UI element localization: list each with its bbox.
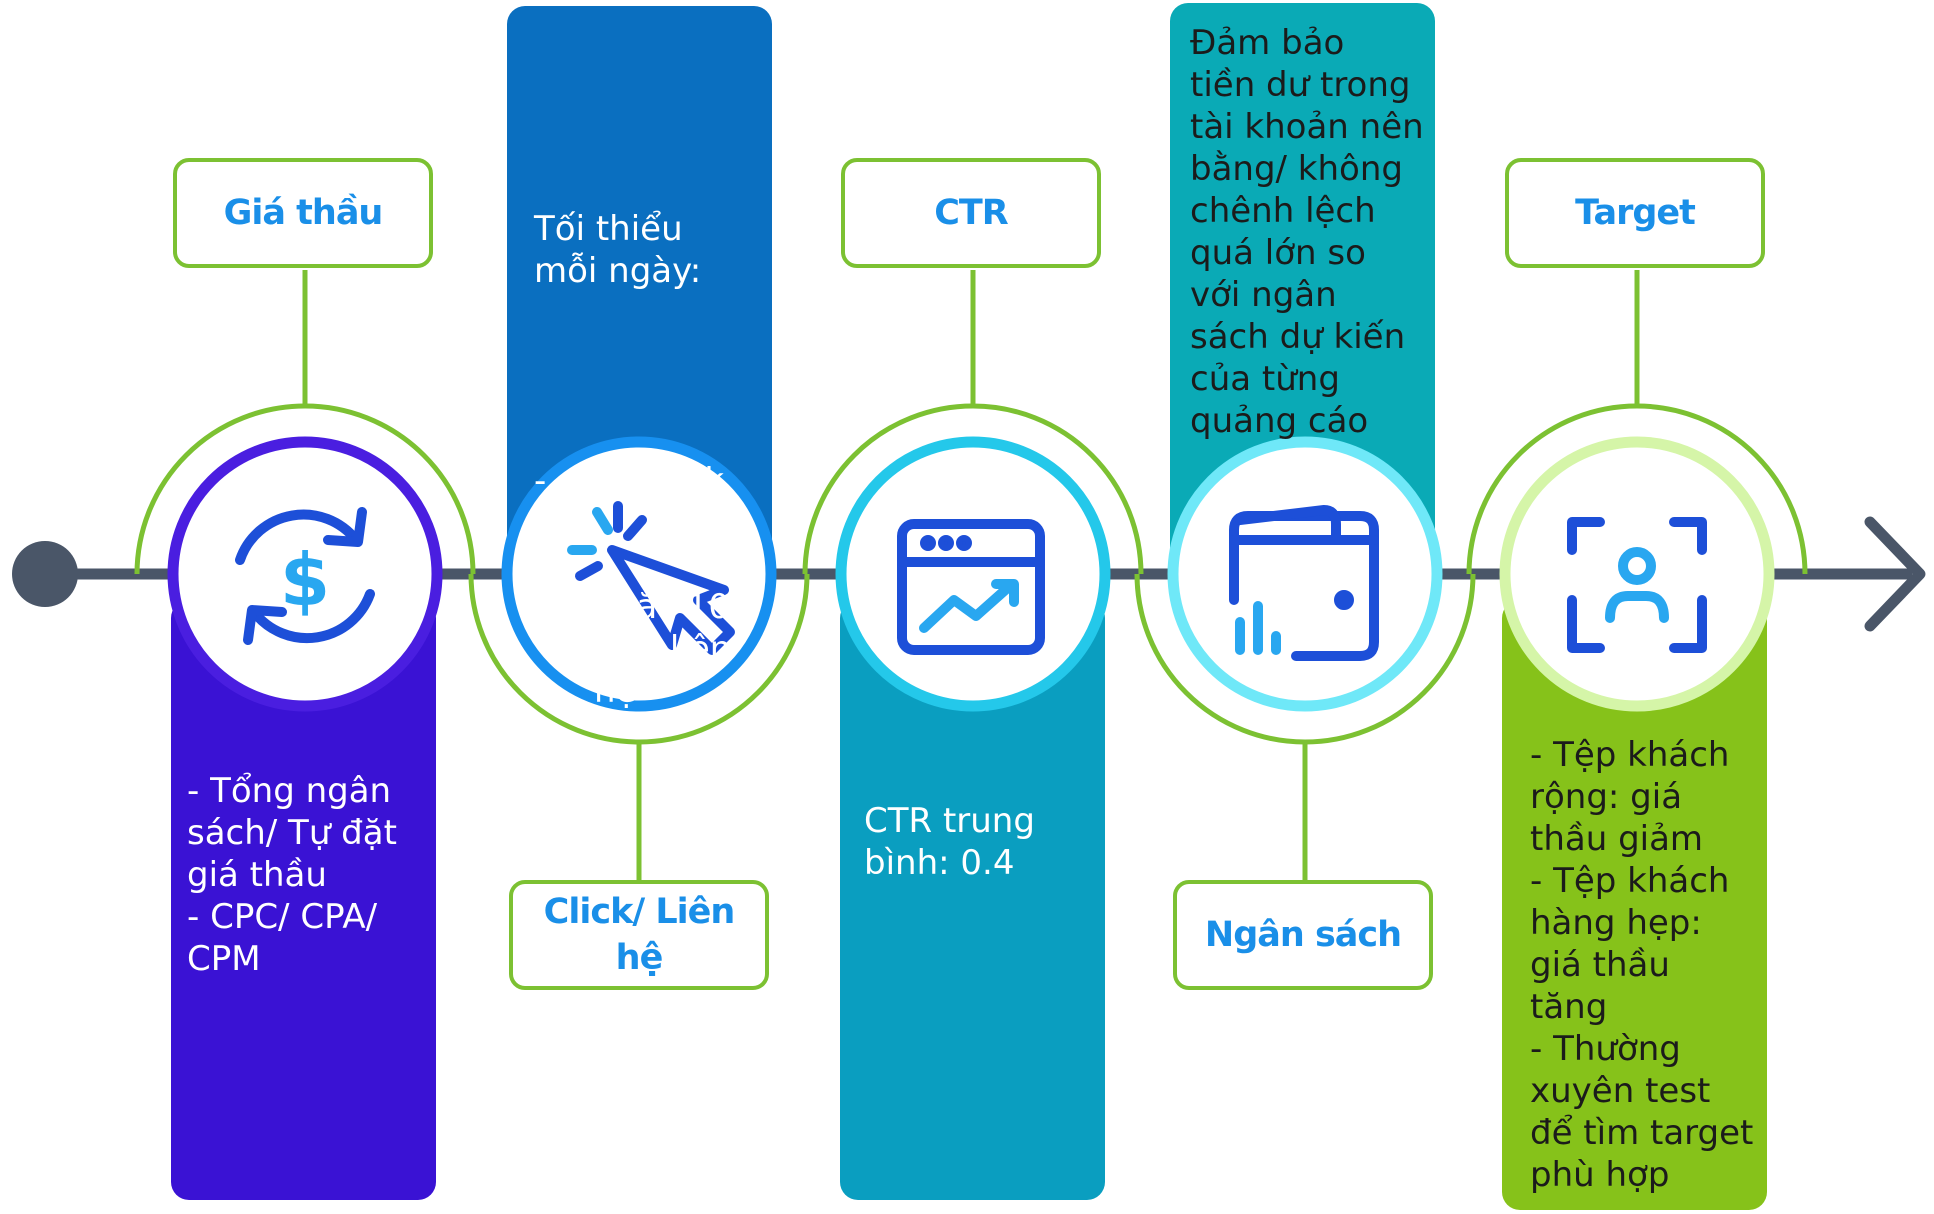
circle-target: [1499, 436, 1775, 712]
timeline-arrow-head: [1864, 516, 1926, 632]
description-target: - Tệp khách rộng: giá thầu giảm - Tệp kh…: [1530, 735, 1754, 1195]
label-box-ctr: CTR: [841, 158, 1101, 268]
arc-click: [468, 573, 810, 745]
user-focus-icon: [1567, 517, 1707, 653]
description-ngan-sach: Đảm bảo tiền dư trong tài khoản nên bằng…: [1190, 23, 1424, 441]
label-box-click-lien-he: Click/ Liên hệ: [509, 880, 769, 990]
label-ctr: CTR: [934, 193, 1009, 233]
description-click-lien-he: Tối thiểu mỗi ngày: 50 click hoặc 10 lượ…: [534, 124, 764, 880]
svg-text:$: $: [280, 538, 330, 622]
label-gia-thau: Giá thầu: [223, 193, 384, 233]
description-gia-thau: - Tổng ngân sách/ Tự đặt giá thầu - CPC/…: [187, 771, 397, 979]
description-ctr: CTR trung bình: 0.4: [864, 801, 1035, 883]
circle-ngan-sach: [1167, 436, 1443, 712]
circle-gia-thau: [167, 436, 443, 712]
arc-ctr: [802, 403, 1144, 575]
label-box-ngan-sach: Ngân sách: [1173, 880, 1433, 990]
label-ngan-sach: Ngân sách: [1204, 915, 1402, 955]
description-click-item: 50 click: [534, 460, 764, 502]
arc-gia-thau: [134, 403, 476, 575]
label-box-gia-thau: Giá thầu: [173, 158, 433, 268]
browser-chart-icon: [897, 519, 1045, 655]
dollar-refresh-icon: $: [235, 507, 375, 645]
wallet-chart-icon: [1229, 505, 1379, 661]
description-click-intro: Tối thiểu mỗi ngày:: [534, 209, 702, 291]
circle-ctr: [835, 436, 1111, 712]
description-click-list: 50 click hoặc 10 lượt liên hệ: [534, 376, 764, 796]
arc-ngan-sach: [1134, 573, 1476, 745]
label-click-lien-he: Click/ Liên hệ: [543, 892, 736, 978]
timeline-start-dot: [12, 541, 78, 607]
label-box-target: Target: [1505, 158, 1765, 268]
description-click-item: hoặc 10 lượt liên hệ: [534, 586, 764, 712]
label-target: Target: [1575, 193, 1696, 233]
arc-target: [1466, 403, 1808, 575]
